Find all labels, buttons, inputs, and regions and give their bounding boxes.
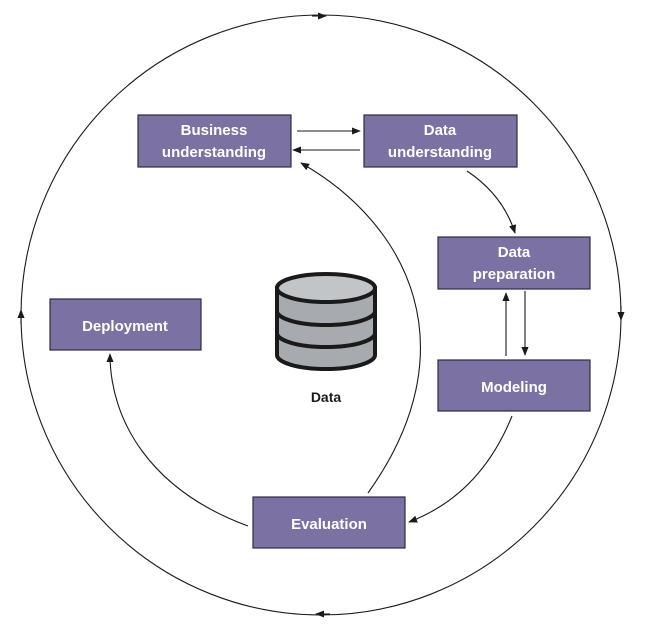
data-understanding-label-line1: Data: [424, 122, 457, 139]
deployment-box[interactable]: Deployment: [49, 298, 202, 351]
arrow-evaluation-to-business: [300, 162, 421, 494]
data-preparation-box[interactable]: Data preparation: [437, 236, 591, 290]
database-icon: [275, 272, 377, 371]
deployment-label: Deployment: [82, 318, 168, 335]
business-understanding-label-line2: understanding: [162, 144, 266, 161]
modeling-label: Modeling: [481, 379, 547, 396]
modeling-box[interactable]: Modeling: [437, 359, 591, 412]
database-label: Data: [311, 389, 342, 405]
business-understanding-box[interactable]: Business understanding: [137, 114, 292, 168]
data-understanding-box[interactable]: Data understanding: [363, 114, 518, 168]
data-understanding-label-line2: understanding: [388, 144, 492, 161]
data-preparation-label-line1: Data: [498, 244, 531, 261]
evaluation-box[interactable]: Evaluation: [252, 496, 406, 549]
arrow-evaluation-to-deployment: [106, 353, 249, 527]
evaluation-label: Evaluation: [291, 516, 367, 533]
business-understanding-label-line1: Business: [181, 122, 248, 139]
arrow-data-understanding-to-preparation: [466, 170, 516, 234]
arrow-modeling-to-evaluation: [408, 415, 513, 523]
data-preparation-label-line2: preparation: [473, 266, 556, 283]
